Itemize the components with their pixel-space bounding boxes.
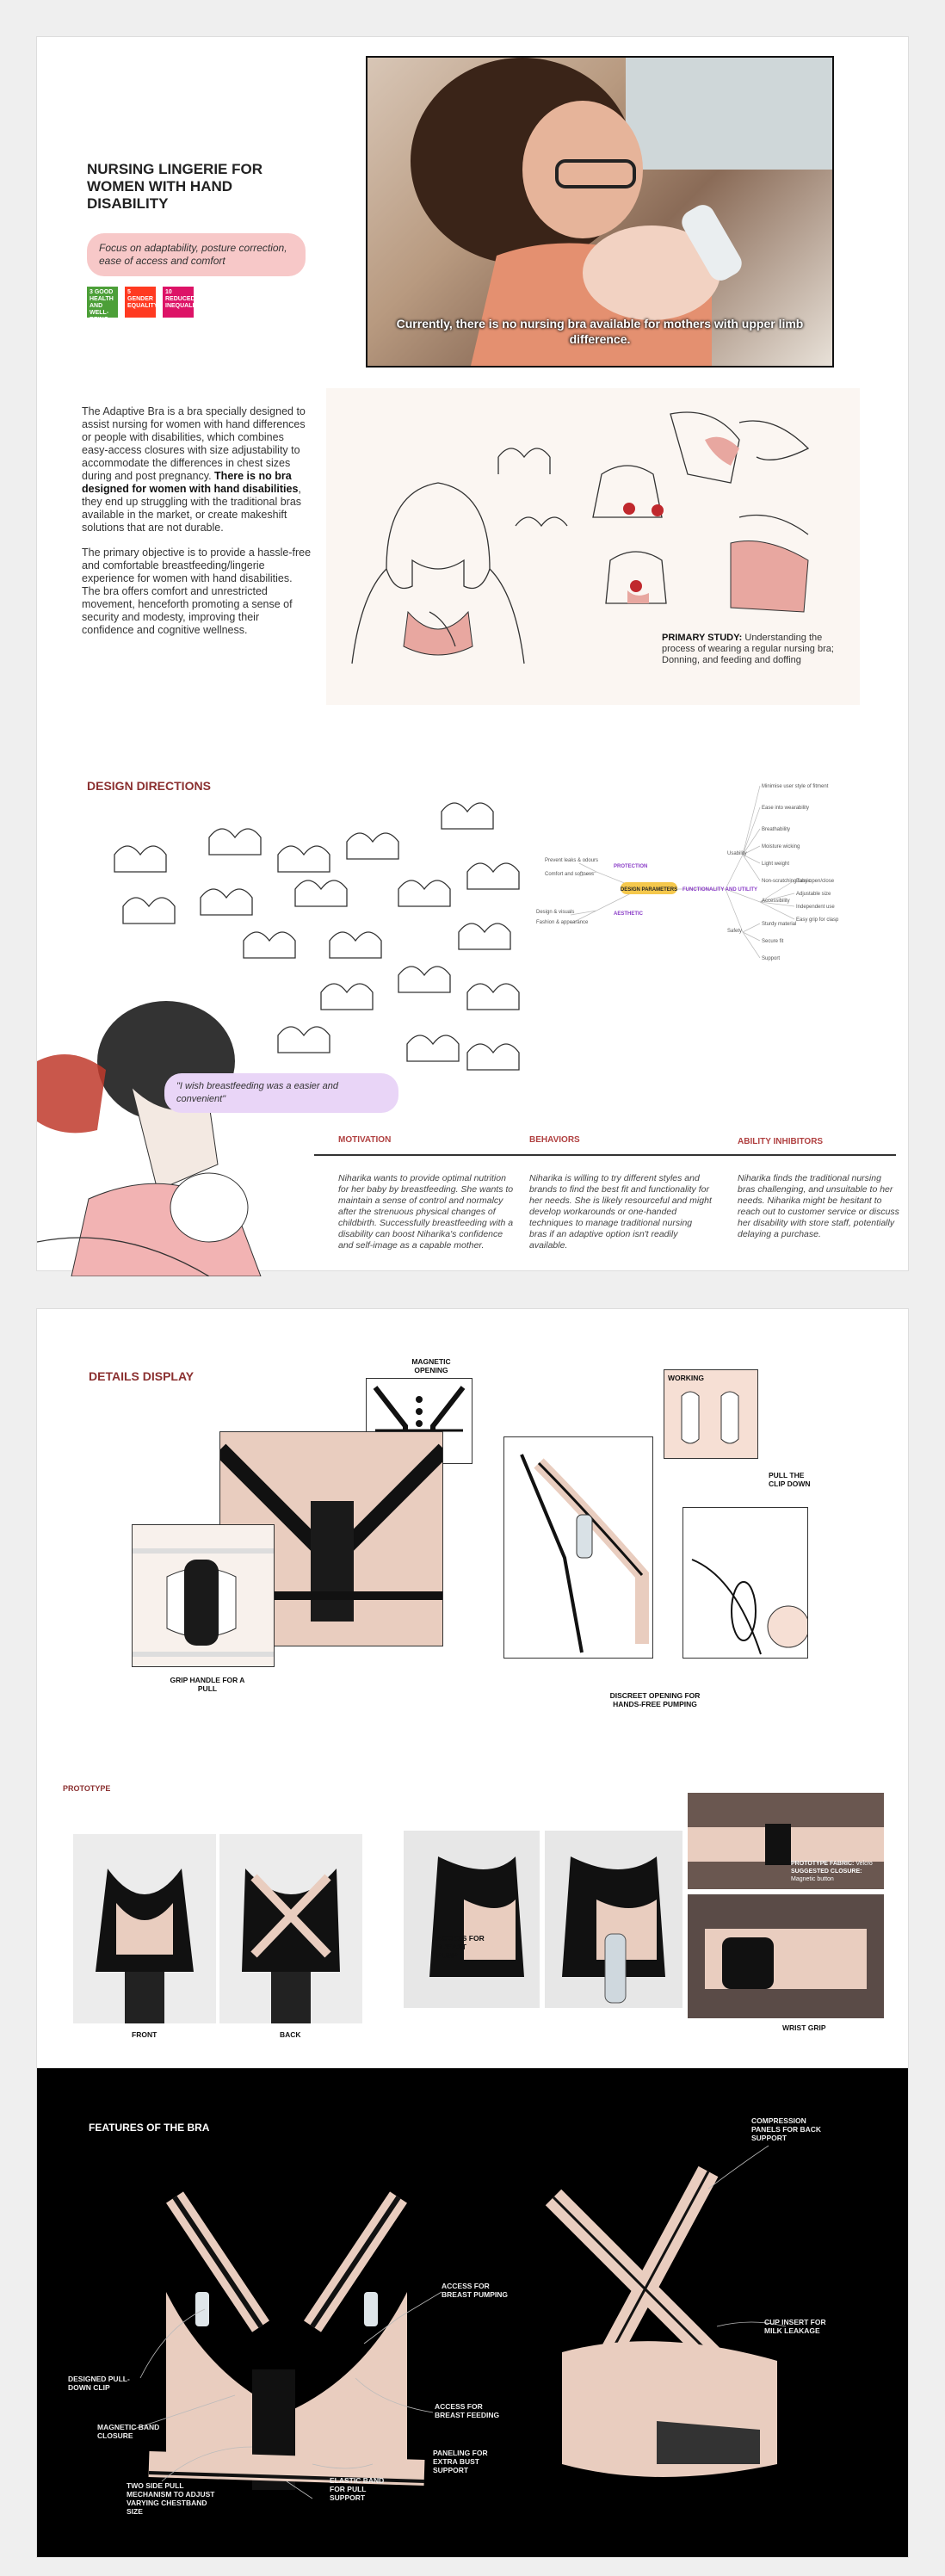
- page-title: NURSING LINGERIE FOR WOMEN WITH HAND DIS…: [87, 161, 263, 212]
- discreet-opening-detail: [503, 1436, 653, 1659]
- mindmap-leaf: Support: [762, 956, 780, 961]
- mindmap-leaf: Adjustable size: [796, 892, 831, 897]
- features-title: FEATURES OF THE BRA: [89, 2122, 210, 2134]
- mindmap-leaf: Easy grip for clasp: [796, 917, 839, 923]
- sdg-badge-5: 5 GENDER EQUALITY: [125, 287, 158, 318]
- mindmap-leaf: Ease into wearability: [762, 806, 809, 811]
- elastic-band-label: ELASTIC BAND FOR PULL SUPPORT: [330, 2476, 385, 2502]
- access-pump-label: ACCESS FOR BREAST PUMP: [436, 1934, 485, 1960]
- mindmap-leaf: Moisture wicking: [762, 844, 800, 849]
- mindmap-aesthetic: AESTHETIC: [614, 911, 644, 917]
- discreet-opening-label: DISCREET OPENING FOR HANDS-FREE PUMPING: [609, 1691, 701, 1708]
- paneling-label: PANELING FOR EXTRA BUST SUPPORT: [433, 2449, 488, 2474]
- velcro-closeup-photo: PROTOTYPE FABRIC: Velcro SUGGESTED CLOSU…: [688, 1793, 884, 1889]
- mindmap-leaf: Design & visuals: [536, 910, 574, 915]
- back-label: BACK: [280, 2030, 301, 2039]
- primary-study-caption: PRIMARY STUDY: Understanding the process…: [662, 633, 834, 665]
- sdg-badges: 3 GOOD HEALTH AND WELL-BEING 5 GENDER EQ…: [87, 287, 207, 323]
- clip-closeup: [682, 1507, 810, 1659]
- grip-handle-label: GRIP HANDLE FOR A PULL: [170, 1676, 245, 1693]
- intro-paragraph-1: The Adaptive Bra is a bra specially desi…: [82, 405, 306, 534]
- cup-insert-label: CUP INSERT FOR MILK LEAKAGE: [764, 2318, 826, 2335]
- prototype-title: PROTOTYPE: [63, 1784, 111, 1793]
- magnetic-opening-label: MAGNETIC OPENING: [411, 1357, 451, 1374]
- sdg-badge-10: 10 REDUCED INEQUALITIES: [163, 287, 207, 318]
- intro-text: The Adaptive Bra is a bra specially desi…: [82, 405, 312, 637]
- features-section: FEATURES OF THE BRA: [37, 2068, 908, 2557]
- bra-render: [131, 2145, 787, 2499]
- mindmap-leaf: Light weight: [762, 862, 789, 867]
- sdg-badge-3: 3 GOOD HEALTH AND WELL-BEING: [87, 287, 118, 323]
- intro-paragraph-2: The primary objective is to provide a ha…: [82, 547, 312, 636]
- focus-pill: Focus on adaptability, posture correctio…: [87, 233, 306, 276]
- access-pumping-label: ACCESS FOR BREAST PUMPING: [442, 2282, 508, 2299]
- donning-sketches: [351, 411, 810, 664]
- mindmap-leaf: Prevent leaks & odours: [545, 858, 598, 863]
- mindmap-accessibility: Accessibility: [762, 899, 790, 904]
- motivation-heading: MOTIVATION: [338, 1135, 392, 1145]
- mindmap-leaf: Non-scratching fabric: [762, 879, 811, 884]
- mindmap-leaf: Secure fit: [762, 939, 784, 944]
- mindmap-usability: Usability: [727, 851, 747, 856]
- prototype-fabric-note: PROTOTYPE FABRIC: Velcro SUGGESTED CLOSU…: [791, 1861, 873, 1882]
- working-detail: WORKING: [664, 1369, 758, 1459]
- mindmap-leaf: Breathability: [762, 827, 790, 832]
- compression-panels-label: COMPRESSION PANELS FOR BACK SUPPORT: [751, 2116, 822, 2142]
- mother-feeding-illustration: [411, 58, 832, 366]
- front-label: FRONT: [132, 2030, 158, 2039]
- working-label: WORKING: [668, 1374, 705, 1382]
- mindmap-protection: PROTECTION: [614, 864, 647, 869]
- ability-inhibitors-text: Niharika finds the traditional nursing b…: [738, 1173, 899, 1239]
- design-parameters-mindmap: DESIGN PARAMETERS PROTECTION AESTHETIC F…: [536, 784, 839, 961]
- photo-caption: Currently, there is no nursing bra avail…: [396, 317, 804, 346]
- prototype-front-photo: [73, 1834, 216, 2023]
- mindmap-leaf: Independent use: [796, 905, 835, 910]
- behaviors-heading: BEHAVIORS: [529, 1135, 580, 1145]
- mindmap-leaf: Minimise user style of fitment: [762, 784, 829, 789]
- grip-handle-detail: [132, 1524, 275, 1667]
- case-study-page-1: NURSING LINGERIE FOR WOMEN WITH HAND DIS…: [36, 36, 909, 1276]
- wrist-grip-photo: [688, 1894, 884, 2018]
- case-study-page-2: DETAILS DISPLAY MAGNETIC OPENING GRIP HA…: [36, 1308, 909, 2558]
- details-display-title: DETAILS DISPLAY: [89, 1369, 195, 1383]
- mindmap-center-node: [621, 882, 677, 894]
- two-side-pull-label: TWO SIDE PULL MECHANISM TO ADJUST VARYIN…: [127, 2481, 215, 2516]
- prototype-pump-photo: [545, 1831, 682, 2008]
- mindmap-safety: Safety: [727, 929, 742, 934]
- magnetic-closure-label: MAGNETIC BAND CLOSURE: [97, 2423, 160, 2440]
- mindmap-leaf: Comfort and softness: [545, 872, 594, 877]
- mindmap-leaf: Easy open/close: [796, 879, 835, 884]
- mindmap-leaf: Sturdy material: [762, 922, 796, 927]
- prototype-side-photo: [404, 1831, 540, 2008]
- pull-clip-label: PULL THE CLIP DOWN: [769, 1471, 811, 1488]
- pulldown-clip-label: DESIGNED PULL-DOWN CLIP: [68, 2375, 130, 2392]
- mindmap-leaf: Fashion & appearance: [536, 920, 589, 925]
- hero-photo: Currently, there is no nursing bra avail…: [366, 56, 834, 368]
- access-feeding-label: ACCESS FOR BREAST FEEDING: [435, 2402, 500, 2419]
- mindmap-functionality: FUNCTIONALITY AND UTILITY: [682, 887, 757, 893]
- ability-inhibitors-heading: ABILITY INHIBITORS: [738, 1137, 824, 1146]
- prototype-back-photo: [219, 1834, 362, 2023]
- mindmap-center: DESIGN PARAMETERS: [621, 887, 677, 893]
- persona-header-row: MOTIVATION BEHAVIORS ABILITY INHIBITORS: [314, 1130, 896, 1156]
- wrist-grip-label: WRIST GRIP: [782, 2023, 826, 2032]
- motivation-text: Niharika wants to provide optimal nutrit…: [338, 1173, 514, 1251]
- design-directions-title: DESIGN DIRECTIONS: [87, 779, 211, 793]
- primary-study-panel: PRIMARY STUDY: Understanding the process…: [326, 388, 860, 705]
- behaviors-text: Niharika is willing to try different sty…: [529, 1173, 712, 1251]
- quote-pill: "I wish breastfeeding was a easier and c…: [164, 1073, 398, 1113]
